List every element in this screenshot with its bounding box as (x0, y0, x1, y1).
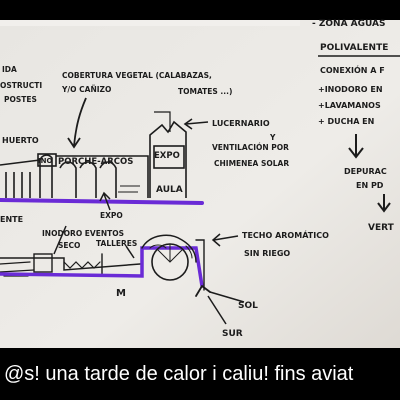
video-caption: @s! una tarde de calor i caliu! fins avi… (0, 348, 400, 400)
talleres-text: TALLERES (96, 239, 137, 248)
porche-text: PORCHE-ARCOS (58, 157, 133, 167)
floor-plan (0, 234, 211, 297)
sur-text: SUR (222, 329, 243, 339)
ida-text: IDA (2, 65, 17, 74)
m-text: M (116, 288, 126, 299)
ente-text: ENTE (0, 215, 23, 224)
conexion-text: CONEXIÓN A F (320, 64, 385, 75)
depurac-text: DEPURAC (344, 167, 387, 176)
tomates-text: TOMATES ...) (178, 87, 232, 96)
inodoro-en-text: +INODORO EN (318, 85, 383, 94)
paper-sheet (0, 20, 400, 350)
expo-top-text: EXPO (154, 151, 180, 161)
huerto-text: HUERTO (2, 136, 39, 145)
sin-riego-text: SIN RIEGO (244, 249, 290, 258)
zona-text: - ZONA AGUAS (312, 19, 386, 29)
ino-text: INO (38, 157, 52, 165)
ground-line (0, 198, 204, 205)
cobertura-text: COBERTURA VEGETAL (CALABAZAS, (62, 71, 212, 80)
expo-mid-text: EXPO (100, 211, 123, 220)
vert-text: VERT (368, 223, 395, 233)
postes-text: POSTES (4, 95, 37, 104)
lavamanos-text: +LAVAMANOS (318, 101, 381, 110)
ducha-text: + DUCHA EN (318, 117, 374, 126)
aula-text: AULA (156, 185, 183, 195)
chimenea-text: CHIMENEA SOLAR (214, 159, 289, 168)
cobertura2-text: Y/O CAÑIZO (61, 85, 111, 94)
y-text: Y (269, 133, 276, 142)
sol-text: SOL (238, 301, 258, 311)
ventilacion-text: VENTILACIÓN POR (212, 143, 289, 152)
en-pd-text: EN PD (356, 181, 384, 190)
ostruct-text: OSTRUCTI (0, 81, 42, 90)
techo-text: TECHO AROMÁTICO (242, 229, 329, 240)
lucernario-text: LUCERNARIO (212, 119, 270, 128)
polivalente-text: POLIVALENTE (320, 43, 388, 53)
inodoro-seco-text: INODORO EVENTOS (42, 229, 124, 238)
elevation-drawing (0, 111, 187, 198)
seco-text: SECO (58, 241, 80, 250)
